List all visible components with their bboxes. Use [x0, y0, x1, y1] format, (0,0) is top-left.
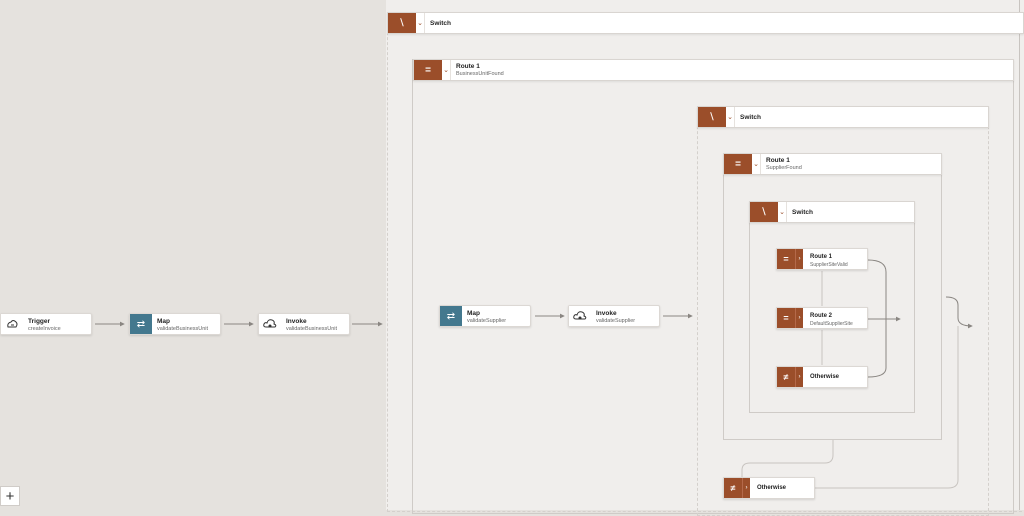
chevron-down-icon[interactable]: ⌄	[416, 13, 425, 33]
invoke2-card[interactable]: Invoke validateSupplier	[568, 305, 660, 327]
canvas-edge	[1019, 0, 1020, 510]
invoke2-subtitle: validateSupplier	[596, 318, 636, 324]
not-equal-icon: ≠	[777, 367, 795, 387]
deep-otherwise-title: Otherwise	[810, 374, 840, 380]
add-button[interactable]: +	[0, 486, 20, 506]
chevron-down-icon[interactable]: ⌄	[726, 107, 735, 127]
inner-otherwise-card[interactable]: ≠ › Otherwise	[723, 477, 815, 499]
chevron-right-icon[interactable]: ›	[795, 308, 803, 328]
map1-subtitle: validateBusinessUnit	[157, 326, 209, 332]
trigger-icon	[1, 314, 23, 334]
equals-icon: =	[724, 154, 752, 174]
inner-route1-subtitle: SupplierFound	[766, 165, 802, 171]
trigger-title: Trigger	[28, 318, 51, 325]
invoke1-title: Invoke	[286, 318, 307, 325]
deep-route1-subtitle: SupplierSiteValid	[810, 262, 848, 268]
outer-switch-title: Switch	[430, 20, 451, 27]
chevron-right-icon[interactable]: ›	[742, 478, 750, 498]
cloud-icon	[259, 314, 281, 334]
trigger-subtitle: createInvoice	[28, 326, 61, 332]
inner-switch-title: Switch	[740, 114, 761, 121]
route1-title: Route 1	[456, 63, 480, 70]
chevron-down-icon[interactable]: ⌄	[442, 60, 451, 80]
route1-header[interactable]: = ⌄ Route 1 BusinessUnitFound	[413, 59, 1014, 81]
deep-route2-subtitle: DefaultSupplierSite	[810, 321, 853, 327]
route1-subtitle: BusinessUnitFound	[456, 71, 504, 77]
deep-switch-header[interactable]: ⧵ ⌄ Switch	[749, 201, 915, 223]
inner-switch-header[interactable]: ⧵ ⌄ Switch	[697, 106, 989, 128]
map1-title: Map	[157, 318, 170, 325]
map-icon: ⇄	[440, 306, 462, 326]
outer-switch-header[interactable]: ⧵ ⌄ Switch	[387, 12, 1024, 34]
invoke2-title: Invoke	[596, 310, 617, 317]
invoke1-subtitle: validateBusinessUnit	[286, 326, 338, 332]
equals-icon: =	[414, 60, 442, 80]
chevron-right-icon[interactable]: ›	[795, 367, 803, 387]
switch-icon: ⧵	[750, 202, 778, 222]
inner-otherwise-title: Otherwise	[757, 485, 787, 491]
cloud-icon	[569, 306, 591, 326]
inner-route1-header[interactable]: = ⌄ Route 1 SupplierFound	[723, 153, 942, 175]
deep-route2-card[interactable]: = › Route 2 DefaultSupplierSite	[776, 307, 868, 329]
map2-card[interactable]: ⇄ Map validateSupplier	[439, 305, 531, 327]
equals-icon: =	[777, 308, 795, 328]
map2-subtitle: validateSupplier	[467, 318, 507, 324]
map2-title: Map	[467, 310, 480, 317]
not-equal-icon: ≠	[724, 478, 742, 498]
plus-icon: +	[5, 487, 15, 505]
inner-route1-title: Route 1	[766, 157, 790, 164]
chevron-down-icon[interactable]: ⌄	[752, 154, 761, 174]
trigger-card[interactable]: Trigger createInvoice	[0, 313, 92, 335]
deep-route1-title: Route 1	[810, 254, 833, 260]
deep-route2-title: Route 2	[810, 313, 833, 319]
chevron-right-icon[interactable]: ›	[795, 249, 803, 269]
map1-card[interactable]: ⇄ Map validateBusinessUnit	[129, 313, 221, 335]
deep-route1-card[interactable]: = › Route 1 SupplierSiteValid	[776, 248, 868, 270]
deep-switch-title: Switch	[792, 209, 813, 216]
switch-icon: ⧵	[388, 13, 416, 33]
switch-icon: ⧵	[698, 107, 726, 127]
deep-otherwise-card[interactable]: ≠ › Otherwise	[776, 366, 868, 388]
chevron-down-icon[interactable]: ⌄	[778, 202, 787, 222]
equals-icon: =	[777, 249, 795, 269]
map-icon: ⇄	[130, 314, 152, 334]
invoke1-card[interactable]: Invoke validateBusinessUnit	[258, 313, 350, 335]
